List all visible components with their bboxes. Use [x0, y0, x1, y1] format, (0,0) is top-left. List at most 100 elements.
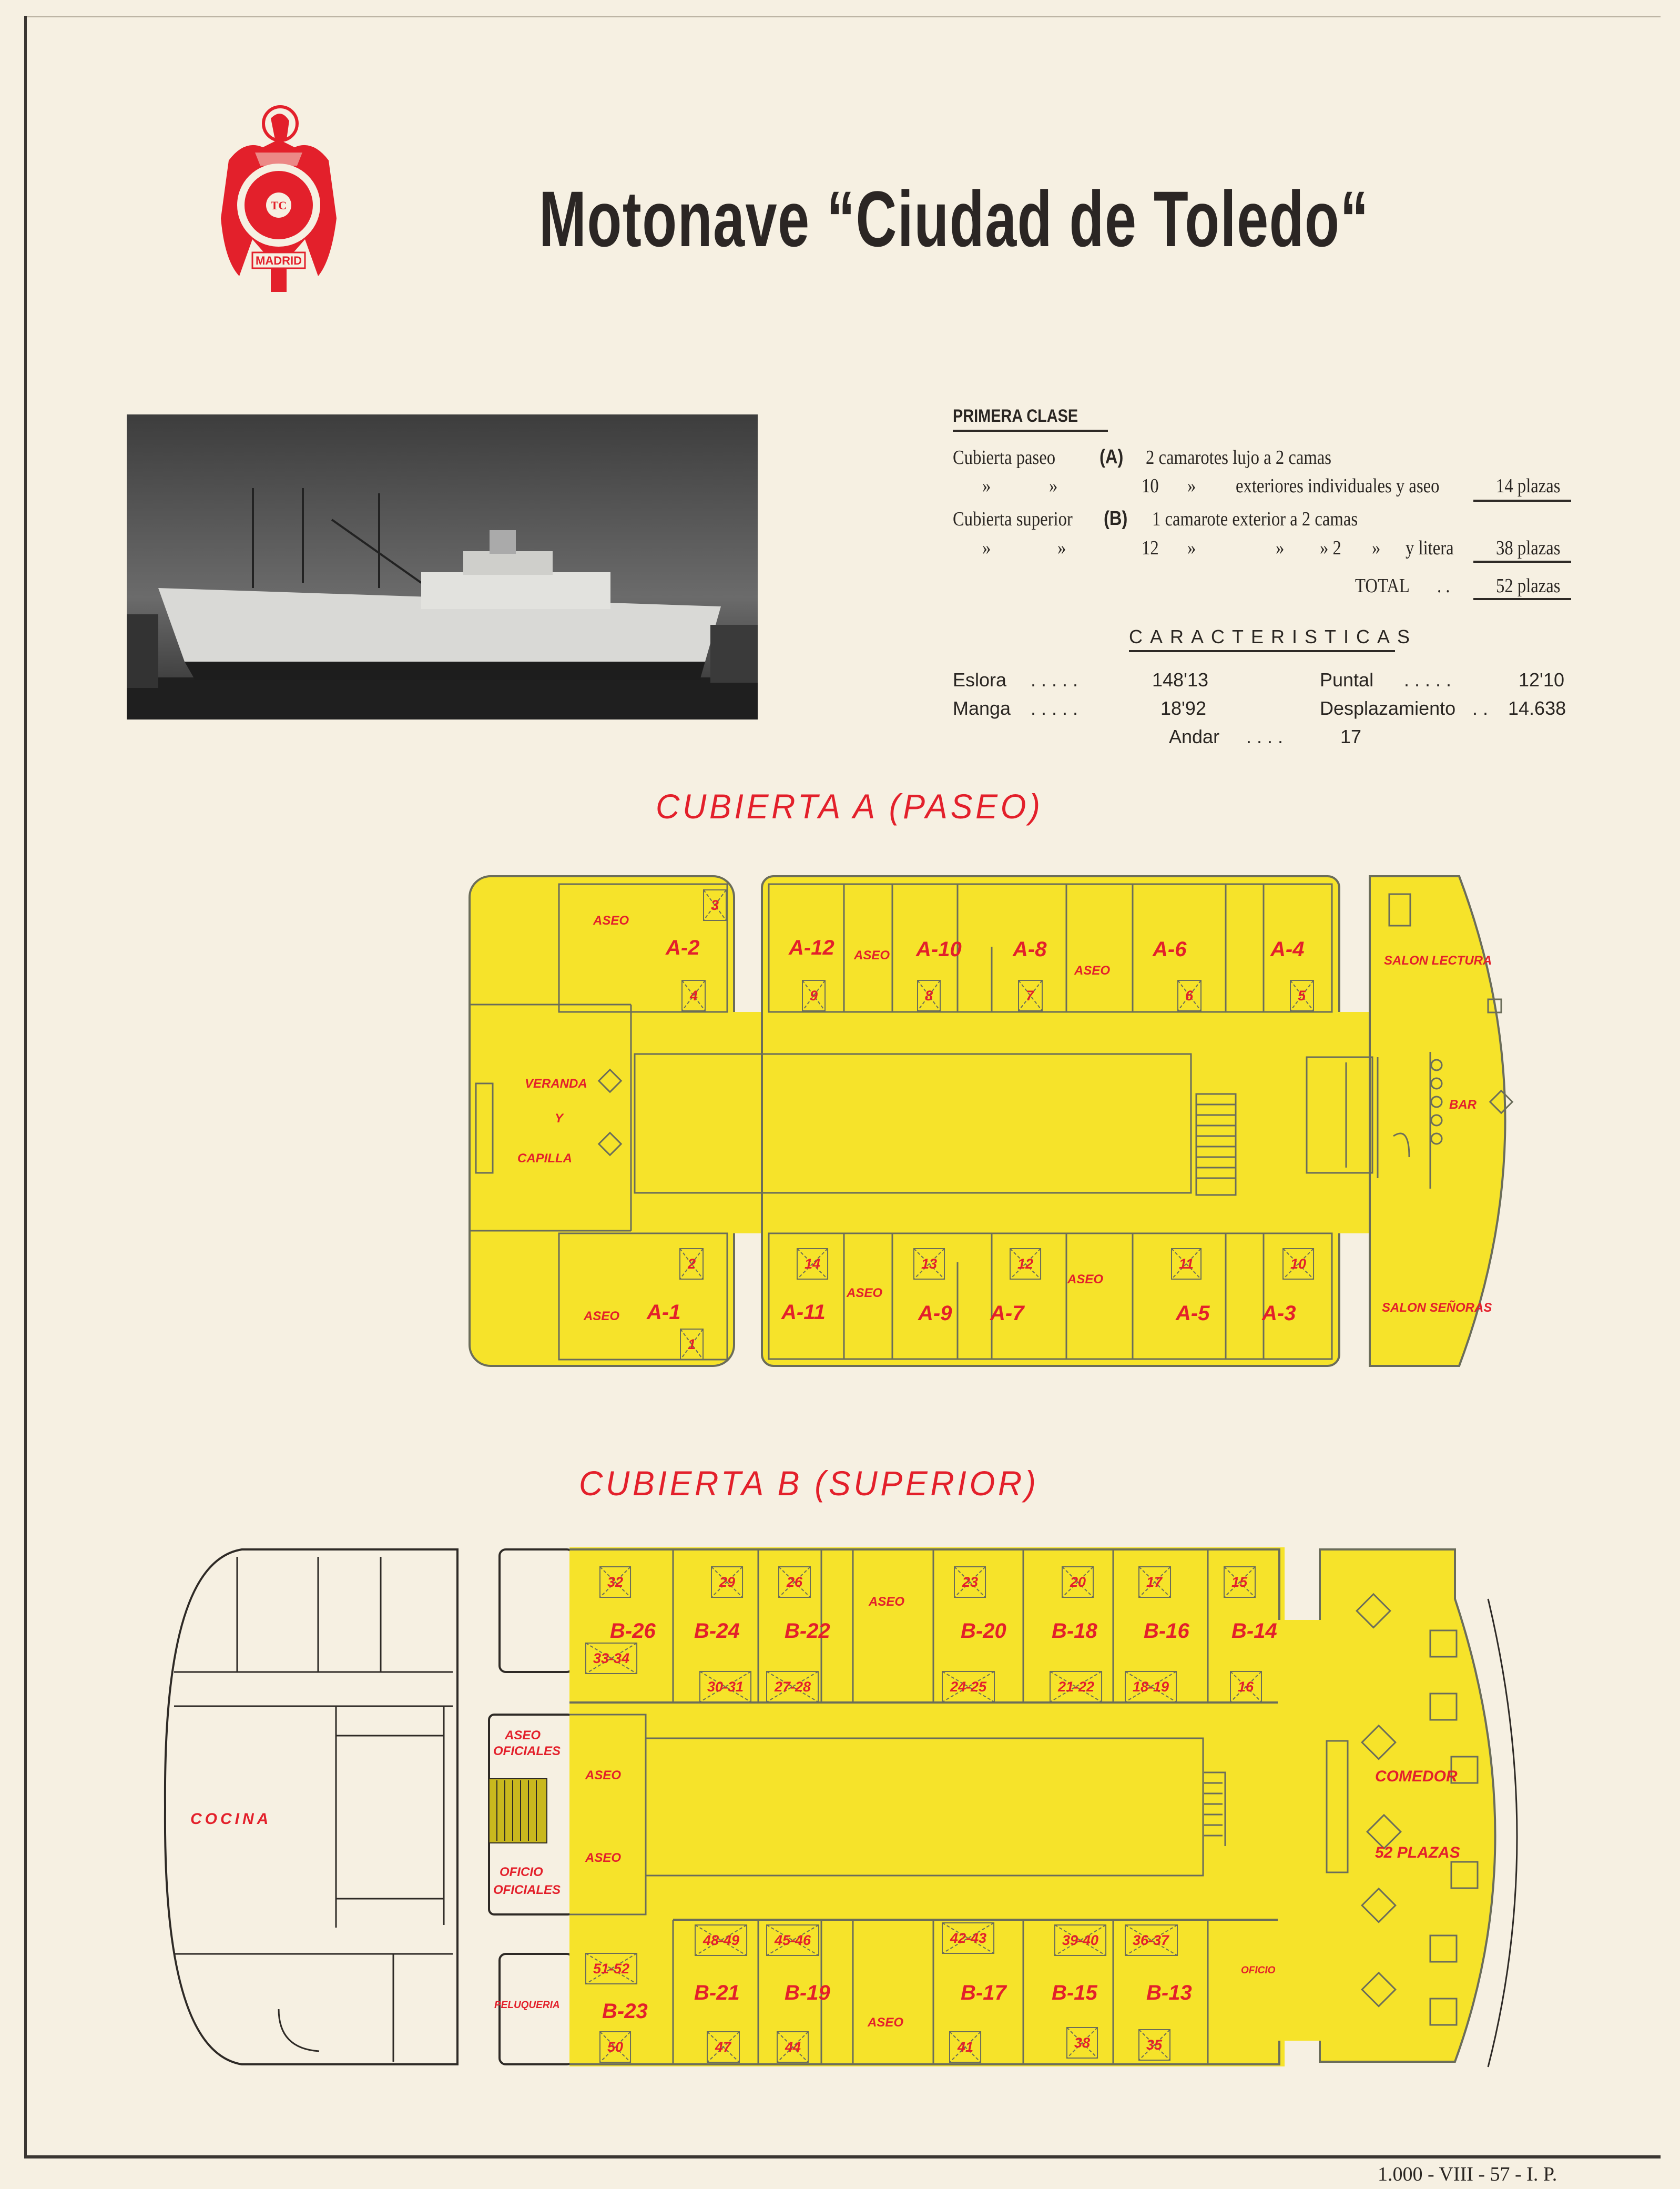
berth-box: [707, 2031, 740, 2063]
deck-name: Cubierta superior: [953, 508, 1073, 530]
berth-box: [777, 2031, 809, 2063]
berth-number: 1: [688, 1336, 696, 1352]
cabin-label: A-12: [788, 936, 834, 959]
spec-label: Andar: [1169, 726, 1220, 747]
dining-saloon: [1319, 1548, 1496, 2063]
space-label: ASEO: [585, 1768, 621, 1782]
spec-value: 17: [1340, 726, 1362, 747]
cabin-label: B-14: [1231, 1619, 1277, 1643]
space-label: ASEO: [1067, 1272, 1103, 1286]
ship-photo: [127, 414, 758, 719]
berth-number: 48-49: [702, 1932, 739, 1948]
spec-dots: . . . . .: [1404, 669, 1452, 691]
berth-number: 35: [1146, 2037, 1163, 2053]
ditto-mark: »: [1372, 537, 1381, 559]
berth-box: [942, 1671, 995, 1702]
berth-box: [1125, 1924, 1178, 1956]
cabin-label: B-22: [785, 1619, 830, 1643]
berth-box: [680, 1329, 704, 1360]
passenger-area: [569, 1547, 1285, 2066]
space-label: OFICIALES: [493, 1883, 561, 1897]
ditto-mark: »: [1057, 537, 1066, 559]
space-label: SALON SEÑORAS: [1382, 1300, 1492, 1315]
berth-number: 16: [1238, 1679, 1254, 1695]
berth-box: [1224, 1566, 1256, 1598]
berth-box: [711, 1566, 744, 1598]
berth-number: 18-19: [1133, 1679, 1169, 1695]
berth-box: [1171, 1248, 1202, 1280]
berth-number: 29: [719, 1574, 735, 1590]
space-label: Y: [555, 1111, 564, 1126]
ditto-mark: » 2: [1320, 537, 1341, 559]
deck-b-title: CUBIERTA B (SUPERIOR): [579, 1464, 1039, 1503]
staircase: [488, 1778, 547, 1843]
berth-number: 20: [1070, 1574, 1086, 1590]
cabin-label: A-4: [1270, 938, 1304, 961]
berth-number: 21-22: [1057, 1679, 1094, 1695]
berth-number: 39-40: [1062, 1932, 1098, 1948]
cabin-label: A-11: [781, 1301, 826, 1324]
cabin-description: 1 camarote exterior a 2 camas: [1152, 508, 1358, 530]
berth-number: 26: [786, 1574, 803, 1590]
cabin-label: B-20: [961, 1619, 1006, 1643]
caracteristicas-heading: CARACTERISTICAS: [1129, 626, 1418, 647]
berth-box: [699, 1671, 752, 1702]
heading-underline: [1129, 650, 1395, 652]
ditto-mark: »: [1187, 475, 1196, 497]
cabin-label: A-2: [665, 936, 699, 959]
berth-box: [1138, 2029, 1171, 2061]
berth-box: [679, 1248, 704, 1280]
berth-box: [599, 1566, 632, 1598]
berth-number: 32: [607, 1574, 623, 1590]
berth-number: 42-43: [950, 1930, 986, 1946]
spec-value: 12'10: [1519, 669, 1564, 691]
berth-number: 8: [925, 988, 933, 1004]
subtotal-underline: [1473, 500, 1571, 502]
berth-number: 11: [1179, 1256, 1194, 1272]
cabin-label: B-23: [602, 2000, 648, 2023]
space-label: ASEO: [846, 1286, 882, 1300]
berth-number: 9: [810, 988, 818, 1004]
deck-code: (A): [1099, 446, 1124, 468]
deck-a-title: CUBIERTA A (PASEO): [656, 787, 1043, 826]
space-label: SALON LECTURA: [1384, 954, 1492, 968]
cabin-label: A-9: [918, 1302, 952, 1325]
berth-box: [1177, 980, 1202, 1011]
space-label: ASEO: [853, 948, 890, 962]
berth-box: [1054, 1924, 1107, 1956]
ditto-mark: »: [1187, 537, 1196, 559]
spec-value: 148'13: [1152, 669, 1208, 691]
berth-box: [954, 1566, 986, 1598]
cabin-label: B-26: [610, 1619, 656, 1643]
aft-galley-section: [164, 1548, 459, 2065]
berth-number: 38: [1074, 2035, 1090, 2051]
spec-dots: . .: [1472, 697, 1489, 719]
berth-box: [797, 1248, 829, 1280]
berth-number: 10: [1290, 1256, 1306, 1272]
central-well: [634, 1053, 1192, 1194]
cabin-label: B-16: [1144, 1619, 1189, 1643]
spec-label: Manga: [953, 697, 1011, 719]
spec-value: 18'92: [1160, 697, 1206, 719]
berth-number: 30-31: [707, 1679, 744, 1695]
space-label: OFICIO: [500, 1865, 543, 1879]
berth-box: [1066, 2027, 1098, 2059]
berth-number: 51-52: [593, 1961, 629, 1977]
ditto-mark: »: [1049, 475, 1058, 497]
berth-number: 13: [921, 1256, 937, 1272]
berth-number: 15: [1231, 1574, 1248, 1590]
page-title: Motonave “Ciudad de Toledo“: [539, 175, 1369, 263]
deck-b-plan: B-26 B-24 B-22 B-20 B-18 B-16 B-14 B-23 …: [164, 1547, 1518, 2068]
cabin-label: B-24: [694, 1619, 740, 1643]
cabin-quantity: 10: [1142, 475, 1159, 497]
ditto-mark: »: [1276, 537, 1285, 559]
ditto-mark: »: [982, 537, 991, 559]
cabin-label: A-5: [1175, 1302, 1210, 1325]
total-label: TOTAL: [1355, 575, 1410, 597]
space-label: ASEO: [585, 1851, 621, 1865]
cabin-label: A-7: [990, 1302, 1025, 1325]
cabin-description: 2 camarotes lujo a 2 camas: [1146, 447, 1331, 469]
svg-text:TC: TC: [271, 199, 287, 212]
spec-value: 14.638: [1508, 697, 1566, 719]
berth-box: [1050, 1671, 1103, 1702]
